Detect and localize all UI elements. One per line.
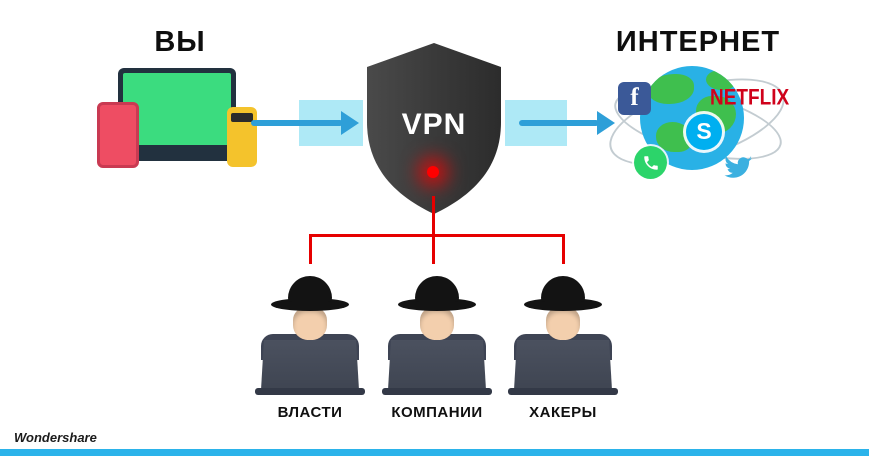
spy-laptop-base — [255, 388, 365, 395]
laptop-base — [102, 150, 252, 161]
spy-figure-companies — [372, 276, 502, 396]
watermark-text: Wondershare — [14, 430, 97, 445]
red-connector-left — [309, 234, 312, 264]
spy-laptop-icon — [388, 340, 486, 390]
continent-shape — [706, 70, 736, 90]
laptop-screen — [123, 73, 231, 145]
right-arrow-head-icon — [597, 111, 615, 135]
tablet-icon — [97, 102, 139, 168]
bottom-accent-bar — [0, 449, 869, 456]
spy-figure-authorities — [245, 276, 375, 396]
spy-laptop-base — [508, 388, 618, 395]
leak-alert-dot-icon — [427, 166, 439, 178]
red-connector-middle — [432, 196, 435, 264]
threat-label-companies: КОМПАНИИ — [391, 404, 483, 421]
user-side-title: ВЫ — [154, 26, 206, 58]
left-arrow-head-icon — [341, 111, 359, 135]
vpn-shield-icon — [367, 43, 501, 214]
phone-handset-glyph — [643, 155, 658, 170]
skype-icon: S — [686, 114, 722, 150]
twitter-icon — [722, 152, 752, 182]
phone-icon — [227, 107, 257, 167]
continent-shape — [648, 74, 694, 104]
internet-side-title: ИНТЕРНЕТ — [615, 26, 781, 58]
red-connector-horizontal — [309, 234, 565, 237]
phone-screen-strip — [231, 113, 253, 122]
spy-laptop-icon — [514, 340, 612, 390]
spy-laptop-base — [382, 388, 492, 395]
spy-face — [546, 307, 580, 340]
threat-label-authorities: ВЛАСТИ — [277, 404, 343, 421]
spy-face — [293, 307, 327, 340]
spy-figure-hackers — [498, 276, 628, 396]
left-arrow-line — [251, 120, 343, 126]
facebook-icon: f — [618, 82, 651, 115]
whatsapp-icon — [634, 146, 667, 179]
spy-face — [420, 307, 454, 340]
spy-laptop-icon — [261, 340, 359, 390]
spy-hat-icon — [288, 276, 332, 302]
red-connector-right — [562, 234, 565, 264]
spy-hat-icon — [415, 276, 459, 302]
right-arrow-line — [519, 120, 599, 126]
threat-label-hackers: ХАКЕРЫ — [529, 404, 597, 421]
vpn-label: VPN — [401, 108, 467, 141]
spy-hat-icon — [541, 276, 585, 302]
netflix-logo: NETFLIX — [710, 86, 790, 111]
